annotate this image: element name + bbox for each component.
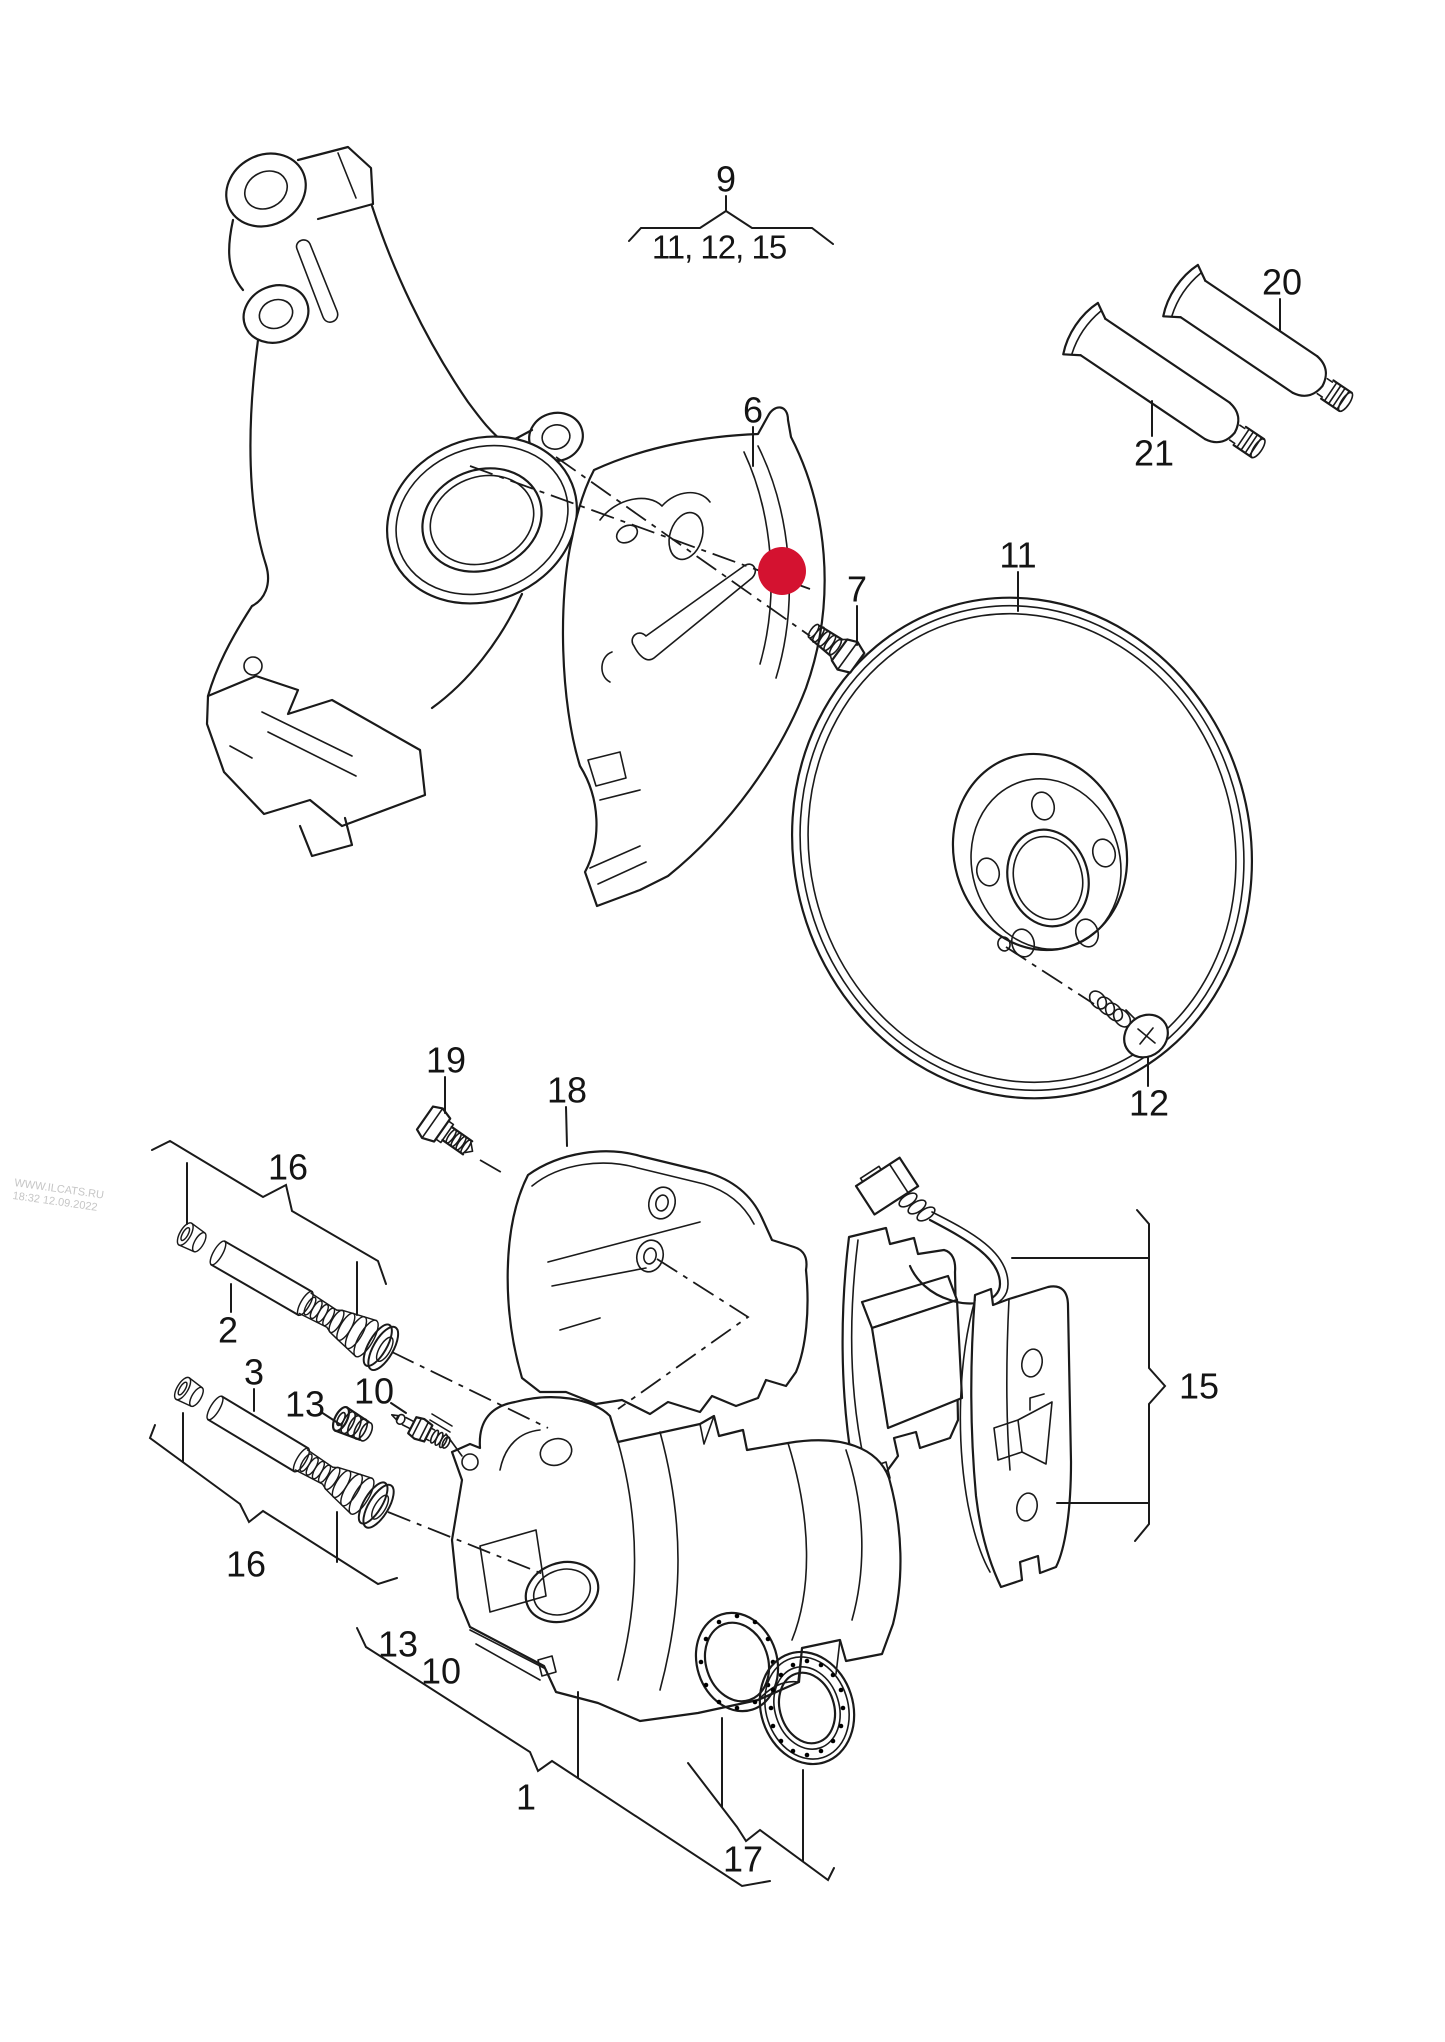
caliper-housing-drawing	[429, 1396, 902, 1723]
dust-boot-ring-drawing	[758, 1650, 856, 1766]
brake-disc-shield-drawing	[561, 406, 826, 908]
part-label-3[interactable]: 3	[244, 1352, 264, 1393]
part-label-20[interactable]: 20	[1262, 262, 1302, 303]
shield-bolt-drawing	[807, 623, 866, 674]
part-label-13-lower[interactable]: 13	[378, 1624, 418, 1665]
part-label-10-lower[interactable]: 10	[421, 1651, 461, 1692]
bleeder-valve-drawing	[390, 1413, 451, 1449]
part-label-2[interactable]: 2	[218, 1310, 238, 1351]
part-label-12[interactable]: 12	[1129, 1083, 1169, 1124]
grease-tube-21-drawing	[1062, 301, 1266, 459]
brake-disc-drawing	[790, 596, 1254, 1100]
part-label-1[interactable]: 1	[516, 1777, 536, 1818]
part-label-18[interactable]: 18	[547, 1070, 587, 1111]
part-label-7[interactable]: 7	[847, 569, 867, 610]
grease-tube-20-drawing	[1162, 263, 1354, 413]
part-label-11[interactable]: 11	[999, 535, 1036, 576]
part-label-16-lower[interactable]: 16	[226, 1544, 266, 1585]
assembly-axis-lines	[387, 456, 1095, 1575]
watermark: WWW.ILCATS.RU 18:32 12.09.2022	[12, 1177, 105, 1214]
part-label-19[interactable]: 19	[426, 1040, 466, 1081]
selected-position-highlight-dot[interactable]	[758, 547, 806, 595]
steering-knuckle-drawing	[205, 145, 584, 858]
part-label-16-upper[interactable]: 16	[268, 1147, 308, 1188]
group-members-label[interactable]: 11, 12, 15	[652, 229, 787, 266]
part-label-9[interactable]: 9	[716, 159, 736, 200]
disc-set-screw-drawing	[1088, 990, 1169, 1059]
shield-bolt-19-drawing	[415, 1105, 474, 1156]
caliper-heat-shield-drawing	[506, 1150, 809, 1416]
dust-cap-drawing	[331, 1406, 374, 1442]
callout-brackets	[148, 195, 1281, 1888]
part-label-13-upper[interactable]: 13	[285, 1384, 325, 1425]
part-label-17[interactable]: 17	[723, 1839, 763, 1880]
brake-pads-drawing	[841, 1156, 1073, 1589]
part-label-10-upper[interactable]: 10	[354, 1371, 394, 1412]
part-label-15[interactable]: 15	[1179, 1366, 1219, 1407]
guide-pin-2-drawing	[167, 1209, 405, 1376]
part-label-21[interactable]: 21	[1134, 433, 1174, 474]
part-label-6[interactable]: 6	[743, 390, 763, 431]
